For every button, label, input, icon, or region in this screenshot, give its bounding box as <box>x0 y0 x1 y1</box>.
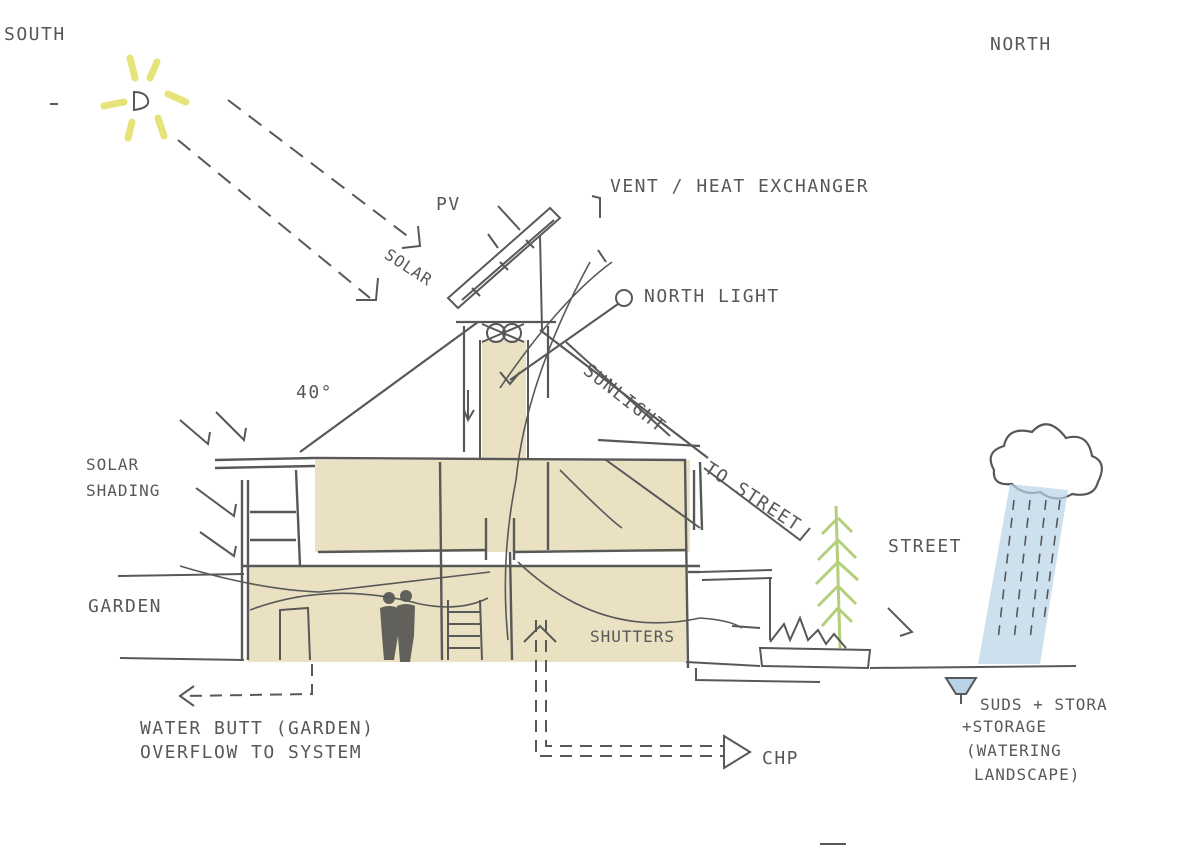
label-chp: CHP <box>762 748 799 770</box>
tree-icon <box>816 506 858 648</box>
label-solar-shading-2: SHADING <box>86 480 160 502</box>
sun-ray-arrows <box>178 100 410 298</box>
label-garden: GARDEN <box>88 596 162 618</box>
label-pv: PV <box>436 194 461 216</box>
suds-funnel-icon <box>946 678 976 704</box>
label-suds-1: SUDS + STORA <box>980 694 1108 716</box>
label-water-butt-1: WATER BUTT (GARDEN) <box>140 718 374 740</box>
sun-icon <box>50 58 186 138</box>
label-solar-shading-1: SOLAR <box>86 454 139 476</box>
label-angle: 40° <box>296 382 333 404</box>
label-shutters: SHUTTERS <box>590 626 675 648</box>
rain-cloud-icon <box>991 424 1102 498</box>
planting-bed <box>760 618 870 668</box>
label-north: NORTH <box>990 34 1052 56</box>
label-suds-4: LANDSCAPE) <box>974 764 1080 786</box>
label-street: STREET <box>888 536 962 558</box>
label-north-light: NORTH LIGHT <box>644 286 780 308</box>
label-south: SOUTH <box>4 24 66 46</box>
heat-exchanger-icon <box>482 196 606 342</box>
rainfall <box>978 484 1068 664</box>
label-suds-2: +STORAGE <box>962 716 1047 738</box>
label-suds-3: (WATERING <box>966 740 1062 762</box>
pv-panel <box>448 208 560 330</box>
label-water-butt-2: OVERFLOW TO SYSTEM <box>140 742 362 764</box>
label-vent-heat-exchanger: VENT / HEAT EXCHANGER <box>610 176 869 198</box>
solar-shading-arrows <box>180 412 246 556</box>
water-butt-overflow-arrow <box>180 664 312 706</box>
north-annex <box>696 468 912 682</box>
